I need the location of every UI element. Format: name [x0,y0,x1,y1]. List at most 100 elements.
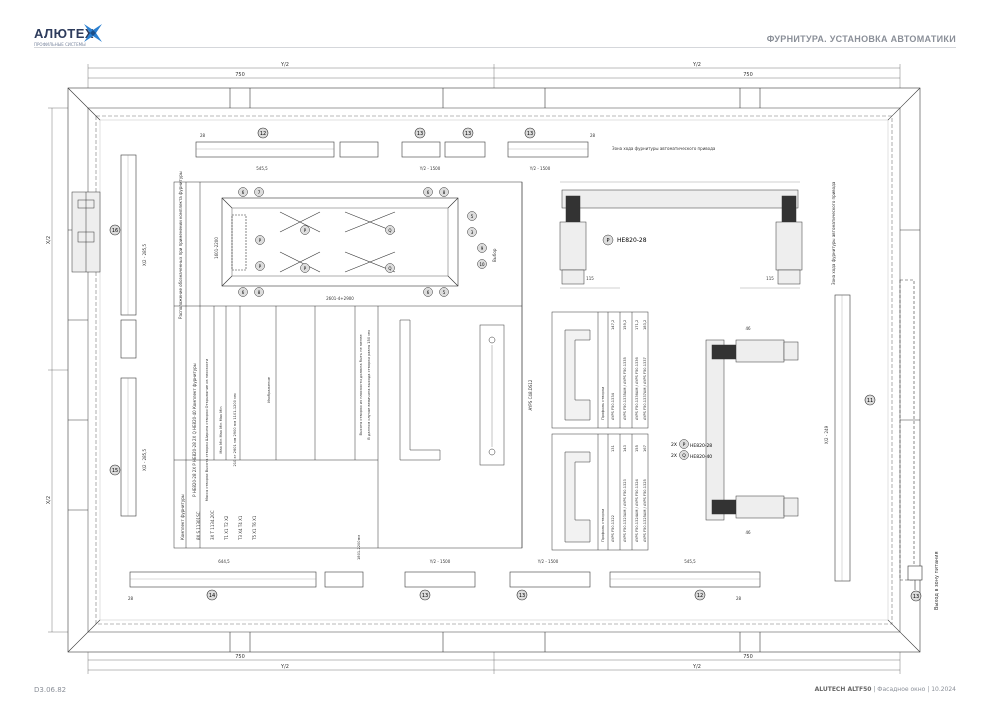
svg-text:6: 6 [427,290,430,295]
svg-text:Q: Q [388,228,391,233]
svg-text:В данном случае величина выход: В данном случае величина выхода створки … [367,330,371,440]
page-code: D3.06.82 [34,686,67,694]
svg-text:X/2: X/2 [46,496,52,504]
svg-text:T1 X1 T2 X2: T1 X1 T2 X2 [224,515,229,541]
zone-note-right: Зона хода фурнитуры автоматического прив… [831,181,836,285]
svg-text:Y/2 - 1500: Y/2 - 1500 [537,559,559,564]
profile-section-top [561,189,799,209]
rail-top-1 [195,141,335,158]
page-header: АЛЮТЕХ ПРОФИЛЬНЫЕ СИСТЕМЫ ФУРНИТУРА. УСТ… [0,0,1000,60]
svg-text:AYPS F50.1325AM / AYPS F50.132: AYPS F50.1325AM / AYPS F50.1325 [643,479,647,542]
svg-text:155: 155 [635,445,639,452]
svg-text:143: 143 [623,445,627,452]
header-divider [34,47,956,48]
rail-bottom-1 [129,571,317,588]
frame-inner [87,107,901,633]
rail-bottom-4 [509,571,591,588]
svg-text:46: 46 [745,326,751,331]
svg-text:115: 115 [586,276,594,281]
footer-details: | Фасадное окно | 10.2024 [871,686,956,693]
svg-text:AYPS F50.1323AM / AYPS F50.132: AYPS F50.1323AM / AYPS F50.1323 [623,479,627,542]
svg-text:5: 5 [471,214,474,219]
svg-text:750: 750 [743,72,753,78]
svg-text:167: 167 [643,445,647,452]
svg-text:6: 6 [242,290,245,295]
svg-text:9: 9 [481,246,484,251]
svg-text:14: 14 [209,593,215,599]
svg-text:13: 13 [519,593,525,599]
product-name: ALUTECH ALTF50 [814,686,872,693]
svg-text:X/2: X/2 [46,236,52,244]
svg-text:8: 8 [258,290,261,295]
svg-text:16: 16 [112,228,118,234]
rail-left-1 [120,154,137,316]
svg-text:AYPS F50.1337AM / AYPS F50.133: AYPS F50.1337AM / AYPS F50.1337 [643,357,647,420]
svg-text:13: 13 [422,593,428,599]
svg-text:Y/2 - 1500: Y/2 - 1500 [429,559,451,564]
svg-text:Р: Р [683,442,686,448]
rail-top-3 [401,141,441,158]
svg-text:AYPS F50.1334: AYPS F50.1334 [611,392,615,420]
rail-bottom-2 [324,571,364,588]
svg-text:13: 13 [465,131,471,137]
svg-text:AYPS F50.1324AM / AYPS F50.132: AYPS F50.1324AM / AYPS F50.1324 [635,478,639,542]
he820-28-label: HE820-28 [617,237,647,244]
svg-text:Y/2 - 1500: Y/2 - 1500 [419,166,441,171]
svg-text:28: 28 [200,133,206,138]
svg-text:545,5: 545,5 [684,559,696,564]
rail-right-1 [834,294,851,582]
svg-text:210 кг 2601 мм 2900 мм 1: 210 кг 2601 мм 2900 мм 1101-1200 мм [233,393,237,466]
svg-text:28: 28 [736,596,742,601]
svg-text:T5 X1 T6 X1: T5 X1 T6 X1 [252,515,257,541]
svg-text:Q: Q [682,453,686,459]
svg-text:28: 28 [128,596,134,601]
sash-outline [221,197,459,287]
svg-text:Р HE820-28 2X Р HE820-28: Р HE820-28 2X Р HE820-28 2X Q HE820-40 К… [192,363,197,497]
dim-top-left: Y/2 [280,62,289,68]
svg-text:5: 5 [443,290,446,295]
brand-logo: АЛЮТЕХ ПРОФИЛЬНЫЕ СИСТЕМЫ [34,26,94,47]
svg-text:159,2: 159,2 [623,320,627,330]
svg-text:Max Min Max Min Max: Max Min Max Min Max Min [219,406,223,453]
svg-text:HE820-28: HE820-28 [690,443,712,449]
svg-text:750: 750 [743,654,753,660]
svg-text:Y/2: Y/2 [692,664,701,670]
svg-text:Комплект фурнитуры: Комплект фурнитуры [180,494,185,540]
rail-left-3 [120,377,137,517]
svg-text:545,5: 545,5 [256,166,268,171]
svg-text:46: 46 [745,530,751,535]
svg-text:AYPS F50.1336AM / AYPS F50.133: AYPS F50.1336AM / AYPS F50.1336 [635,356,639,420]
svg-text:Выбор: Выбор [492,248,497,262]
svg-text:8: 8 [443,190,446,195]
svg-text:171,2: 171,2 [635,320,639,330]
table-rotated-title: Расположение обозначенных при применении… [178,171,183,319]
svg-text:750: 750 [235,654,245,660]
svg-text:13: 13 [417,131,423,137]
svg-text:147,2: 147,2 [611,320,615,330]
svg-text:10: 10 [479,262,485,267]
svg-text:2X: 2X [671,442,677,448]
rail-top-2 [339,141,379,158]
svg-text:13: 13 [527,131,533,137]
svg-text:13: 13 [913,594,919,600]
power-output-note: Выход в зону питания [934,551,940,610]
svg-text:3X T 1134.20C: 3X T 1134.20C [210,510,215,540]
logo-text: АЛЮТЕХ [34,26,95,41]
svg-text:2601-4+2900: 2601-4+2900 [326,296,354,301]
svg-text:Y/2: Y/2 [280,664,289,670]
svg-text:115: 115 [766,276,774,281]
rail-top-5 [507,141,589,158]
svg-text:HE820-40: HE820-40 [690,454,712,460]
logo-subtitle: ПРОФИЛЬНЫЕ СИСТЕМЫ [34,42,86,47]
svg-text:131: 131 [611,445,615,452]
svg-text:Р: Р [606,238,609,244]
svg-text:15: 15 [112,468,118,474]
svg-text:1801-2200мм: 1801-2200мм [357,535,361,560]
svg-text:Y/2 - 1500: Y/2 - 1500 [529,166,551,171]
rail-left-2 [120,319,137,359]
rail-bottom-5 [609,571,761,588]
profile-table-1 [551,311,649,429]
rail-bottom-3 [404,571,476,588]
svg-text:AYPS F50.1322: AYPS F50.1322 [611,515,615,542]
svg-text:28: 28 [590,133,596,138]
